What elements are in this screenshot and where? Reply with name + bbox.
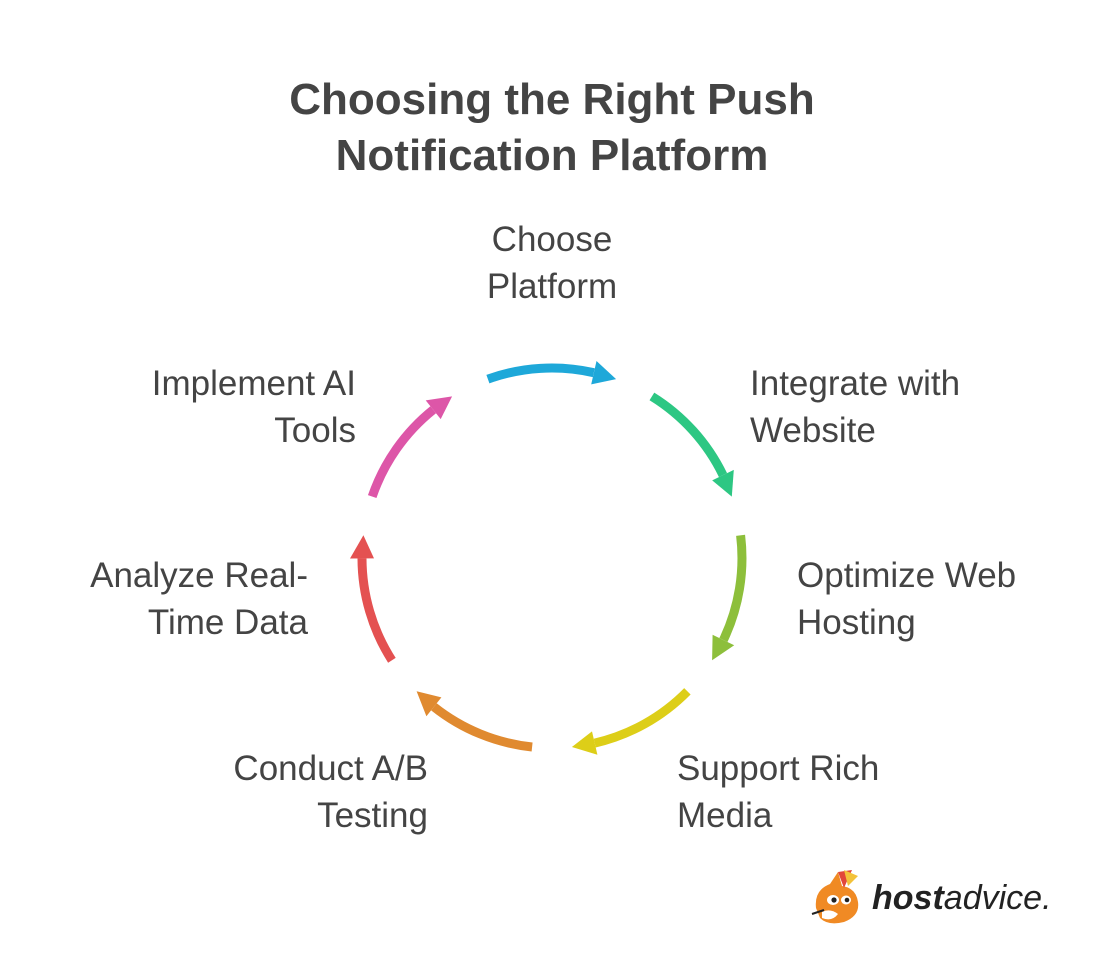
step-label-line: Conduct A/B: [233, 749, 428, 788]
step-label-line: Platform: [486, 267, 618, 306]
logo-wordmark: hostadvice.: [872, 876, 1052, 920]
fox-mascot-icon: [811, 870, 859, 924]
step-label-ai-tools: Implement AI Tools: [80, 360, 356, 454]
arrowhead-icon: [425, 396, 453, 420]
cycle-arc-ai-tools: [367, 406, 437, 499]
diagram-title: Choosing the Right Push Notification Pla…: [0, 72, 1104, 184]
title-line-2: Notification Platform: [335, 131, 769, 180]
step-label-line: Time Data: [147, 603, 308, 642]
step-label-line: Media: [677, 796, 773, 835]
arrowhead-icon: [416, 691, 442, 717]
arrowhead-icon: [571, 731, 598, 755]
cycle-arc-integrate-website: [649, 392, 728, 478]
logo-brand-bold: host: [872, 879, 944, 917]
step-label-line: Website: [750, 411, 876, 450]
step-label-optimize-hosting: Optimize Web Hosting: [797, 552, 1016, 646]
step-label-realtime-data: Analyze Real- Time Data: [40, 552, 308, 646]
step-label-choose-platform: Choose Platform: [452, 216, 652, 310]
cycle-arc-optimize-hosting: [719, 534, 747, 642]
cycle-arc-ab-testing: [431, 703, 533, 752]
cycle-arc-rich-media: [593, 688, 691, 748]
step-label-line: Analyze Real-: [90, 556, 308, 595]
step-label-integrate-website: Integrate with Website: [750, 360, 960, 454]
arrowhead-icon: [712, 469, 734, 497]
step-label-line: Testing: [317, 796, 428, 835]
logo-brand-light: advice.: [943, 879, 1052, 917]
step-label-line: Implement AI: [151, 364, 356, 403]
title-line-1: Choosing the Right Push: [289, 75, 815, 124]
step-label-line: Integrate with: [750, 364, 961, 403]
step-label-line: Tools: [274, 411, 356, 450]
step-label-rich-media: Support Rich Media: [677, 745, 879, 839]
arrowhead-icon: [712, 634, 735, 661]
step-label-line: Support Rich: [677, 749, 880, 788]
cycle-arc-realtime-data: [357, 558, 396, 663]
step-label-line: Optimize Web: [797, 556, 1017, 595]
step-label-line: Hosting: [797, 603, 916, 642]
arrowhead-icon: [591, 361, 617, 385]
step-label-line: Choose: [491, 220, 613, 259]
arrowhead-icon: [350, 535, 374, 559]
hostadvice-logo: hostadvice.: [808, 868, 1068, 928]
cycle-arc-choose-platform: [486, 363, 595, 384]
step-label-ab-testing: Conduct A/B Testing: [128, 745, 428, 839]
